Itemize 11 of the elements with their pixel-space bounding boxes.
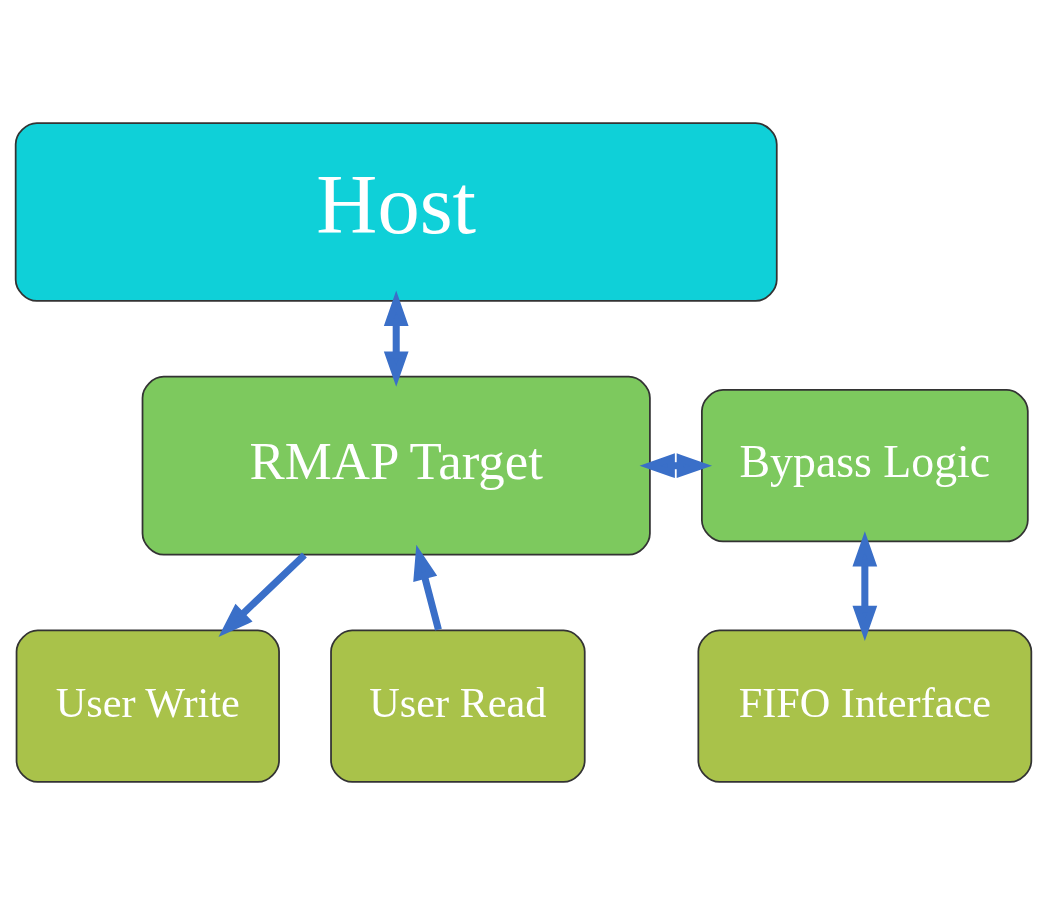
arrow xyxy=(639,453,712,479)
node-box: RMAP Target xyxy=(141,375,651,556)
arrow xyxy=(383,290,409,387)
node-box: Host xyxy=(14,122,778,302)
arrow xyxy=(413,544,442,631)
node-box: User Write xyxy=(15,629,280,783)
arrow xyxy=(218,552,307,638)
node-box: FIFO Interface xyxy=(697,629,1033,783)
arrow xyxy=(852,531,878,642)
node-box: Bypass Logic xyxy=(701,389,1029,543)
node-box: User Read xyxy=(330,629,586,783)
